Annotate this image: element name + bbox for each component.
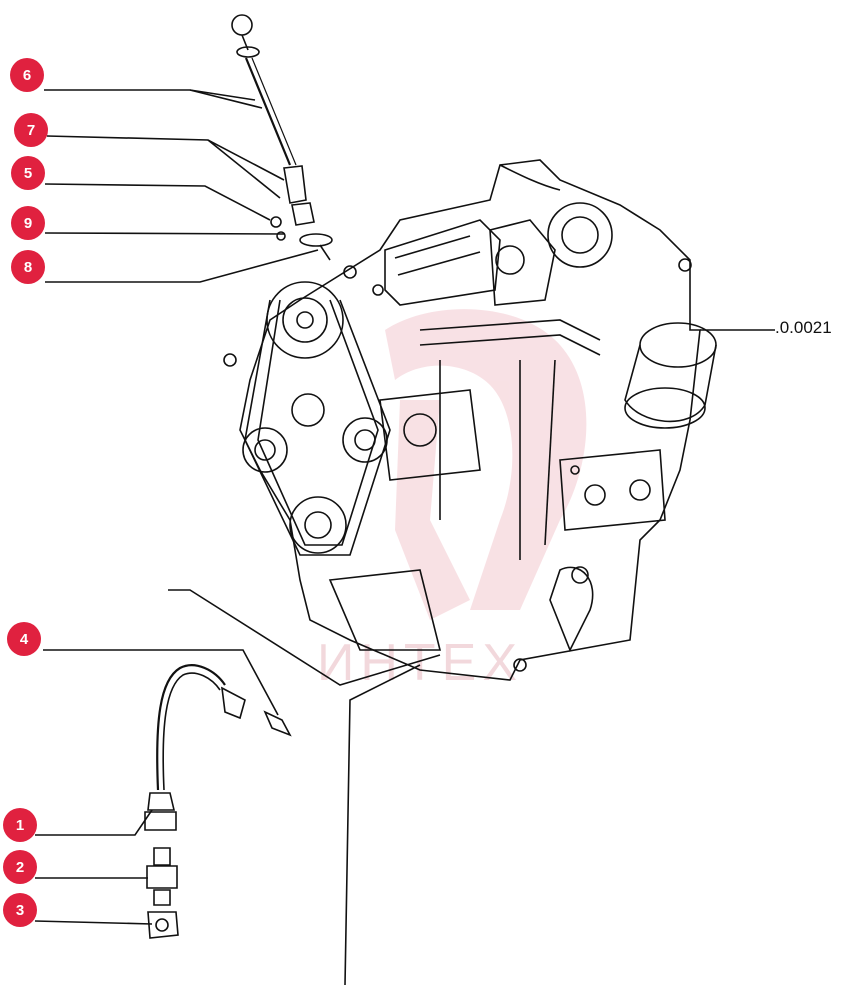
oil-filter	[624, 322, 717, 429]
fuel-pump	[559, 449, 666, 531]
callout-1[interactable]: 1	[3, 808, 37, 842]
callout-3[interactable]: 3	[3, 893, 37, 927]
callout-5[interactable]: 5	[11, 156, 45, 190]
callout-6[interactable]: 6	[10, 58, 44, 92]
callout-7[interactable]: 7	[14, 113, 48, 147]
callout-2[interactable]: 2	[3, 850, 37, 884]
leader-lines	[34, 89, 775, 986]
engine-assembly	[223, 159, 717, 681]
belt-drive	[242, 281, 391, 556]
reference-label: .0.0021	[775, 318, 832, 337]
turbo-housing	[547, 202, 613, 268]
callout-9[interactable]: 9	[11, 206, 45, 240]
callout-8[interactable]: 8	[11, 250, 45, 284]
oil-pipe-assembly	[144, 664, 292, 939]
dipstick-assembly	[231, 14, 333, 261]
watermark-logo: ИНТЕХ	[317, 309, 587, 692]
callout-4[interactable]: 4	[7, 622, 41, 656]
dipstick-ring	[231, 14, 253, 36]
